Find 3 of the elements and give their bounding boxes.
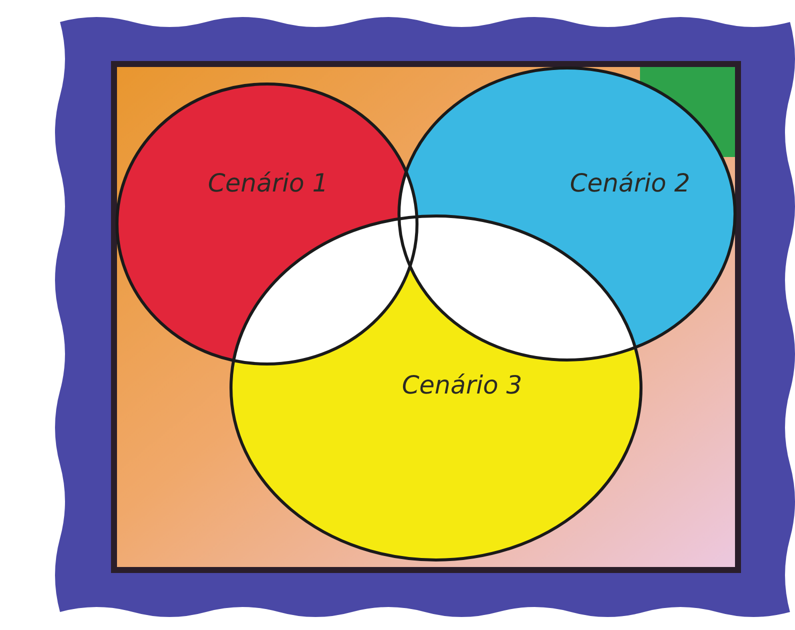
circle-label: Cenário 1: [208, 168, 328, 198]
circle-label: Cenário 3: [402, 370, 522, 400]
circle-label: Cenário 2: [570, 168, 690, 198]
